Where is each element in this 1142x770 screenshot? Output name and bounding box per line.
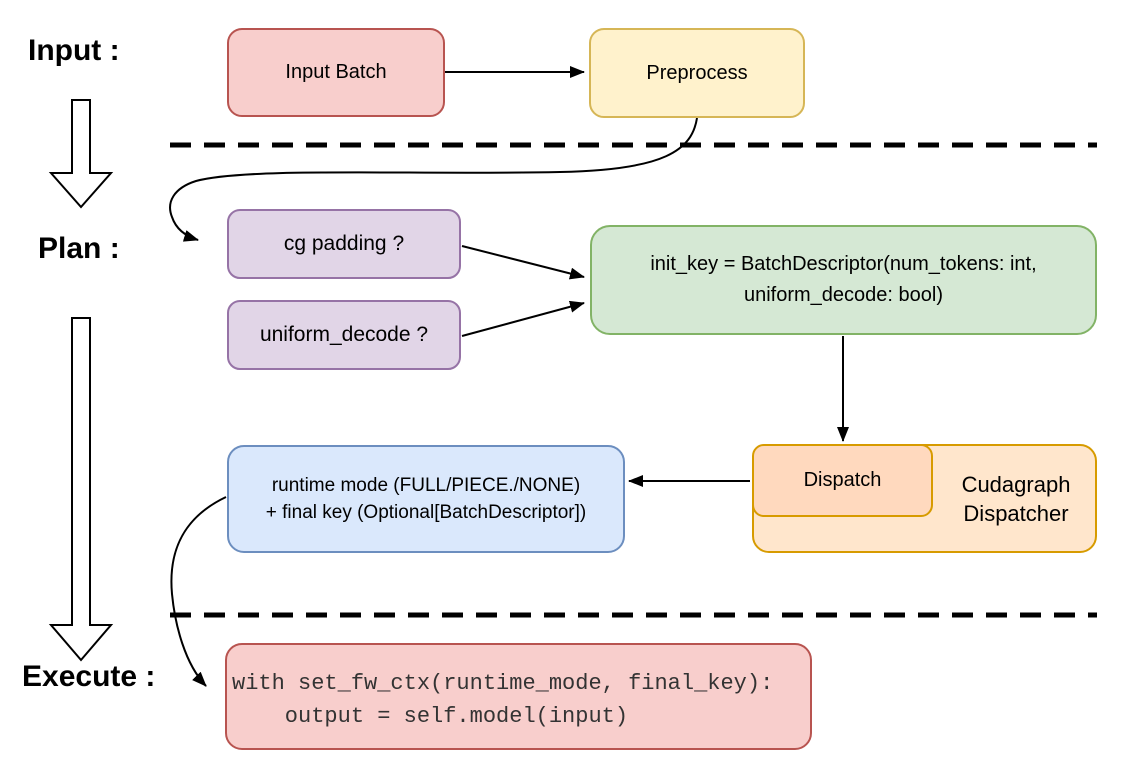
stage-label-plan: Plan :: [38, 232, 120, 265]
node-cg-padding-label: cg padding ?: [283, 231, 405, 255]
node-input-batch: Input Batch: [227, 28, 445, 117]
node-preprocess: Preprocess: [589, 28, 805, 118]
node-input-batch-label: Input Batch: [285, 61, 387, 83]
node-cudagraph-dispatcher-line1: Cudagraph: [961, 471, 1071, 497]
stage-label-execute: Execute :: [22, 660, 156, 693]
node-execute-code: with set_fw_ctx(runtime_mode, final_key)…: [225, 643, 812, 750]
execute-code-line2: output = self.model(input): [232, 704, 629, 729]
node-preprocess-label: Preprocess: [646, 61, 748, 84]
node-uniform-decode: uniform_decode ?: [227, 300, 461, 370]
connector-preprocess-to-cg-padding: [169, 117, 698, 242]
node-dispatch-label: Dispatch: [803, 469, 882, 491]
stage-arrow-input-to-plan-icon: [48, 99, 114, 209]
execute-code-line1: with set_fw_ctx(runtime_mode, final_key)…: [232, 671, 774, 696]
node-dispatch: Dispatch: [752, 444, 933, 517]
stage-arrow-plan-to-execute-icon: [48, 317, 114, 662]
node-runtime-mode-line1: runtime mode (FULL/PIECE./NONE): [271, 475, 581, 496]
node-runtime-mode-line2: + final key (Optional[BatchDescriptor]): [265, 502, 587, 523]
node-cudagraph-dispatcher-label: Cudagraph Dispatcher: [935, 446, 1097, 551]
connector-runtime-mode-to-execute-code: [170, 496, 227, 687]
node-runtime-mode: runtime mode (FULL/PIECE./NONE) + final …: [227, 445, 625, 553]
node-init-key: init_key = BatchDescriptor(num_tokens: i…: [590, 225, 1097, 335]
connector-uniform-decode-to-init-key: [461, 300, 585, 337]
node-cg-padding: cg padding ?: [227, 209, 461, 279]
node-init-key-line2: uniform_decode: bool): [743, 284, 943, 306]
stage-label-input: Input :: [28, 34, 120, 67]
node-cudagraph-dispatcher-line2: Dispatcher: [963, 500, 1069, 526]
connector-cg-padding-to-init-key: [461, 245, 585, 280]
node-init-key-line1: init_key = BatchDescriptor(num_tokens: i…: [650, 253, 1037, 275]
node-uniform-decode-label: uniform_decode ?: [259, 322, 429, 346]
